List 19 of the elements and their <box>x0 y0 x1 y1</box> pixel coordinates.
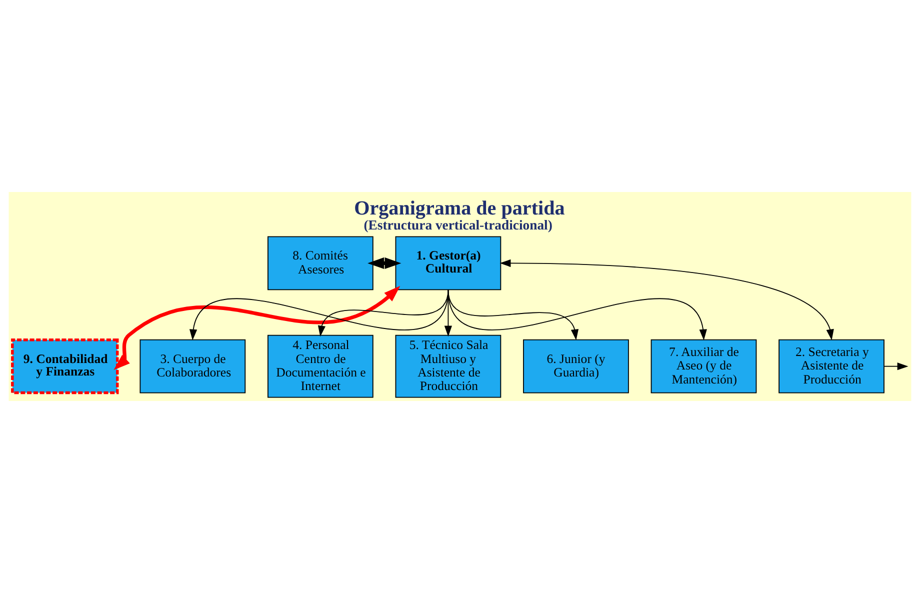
arrow <box>448 288 707 340</box>
arrow <box>318 288 449 336</box>
arrow <box>448 288 579 340</box>
arrow <box>114 285 400 370</box>
arrow <box>189 288 449 340</box>
diagram-title: Organigrama de partida <box>354 196 565 219</box>
node-box: 7. Auxiliar de Aseo (y de Mantención) <box>650 338 757 393</box>
arrow <box>884 362 908 370</box>
node-box: 2. Secretaria y Asistente de Producción <box>778 338 884 393</box>
arrow <box>444 288 452 336</box>
arrow <box>368 256 402 268</box>
node-box: 9. Contabilidad y Finanzas <box>11 338 119 394</box>
arrow <box>500 258 834 340</box>
node-box: 6. Junior (y Guardia) <box>523 338 629 393</box>
node-box: 4. Personal Centro de Documentación e Internet <box>268 334 374 398</box>
node-box: 1. Gestor(a) Cultural <box>395 236 502 290</box>
node-box: 3. Cuerpo de Colaboradores <box>140 338 246 393</box>
node-box: 8. Comités Asesores <box>268 236 374 290</box>
node-box: 5. Técnico Sala Multiuso y Asistente de Producción <box>395 334 502 398</box>
